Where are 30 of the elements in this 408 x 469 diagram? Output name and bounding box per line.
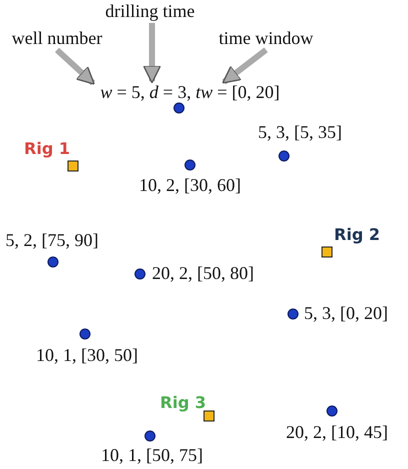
well-label: 10, 2, [30, 60] xyxy=(139,176,241,196)
arrow xyxy=(222,48,268,84)
well-label: 20, 2, [50, 80] xyxy=(152,264,254,284)
rig-label: Rig 3 xyxy=(160,394,206,412)
well-label: 10, 1, [50, 75] xyxy=(101,446,203,466)
well-label: 5, 3, [5, 35] xyxy=(258,123,342,143)
annotation-text: well number xyxy=(12,29,102,49)
example-label: w = 5, d = 3, tw = [0, 20] xyxy=(100,83,280,103)
well-marker xyxy=(48,256,58,268)
well-label: 10, 1, [30, 50] xyxy=(36,346,138,366)
annotation-text: drilling time xyxy=(105,2,195,22)
rig-label: Rig 2 xyxy=(334,226,380,244)
well-label: 5, 2, [75, 90] xyxy=(6,231,98,251)
well-marker xyxy=(134,268,146,280)
rig-label: Rig 1 xyxy=(24,140,70,158)
rig-marker xyxy=(322,246,332,258)
well-marker xyxy=(326,406,338,416)
arrow xyxy=(54,48,96,86)
annotation-text: time window xyxy=(218,29,314,49)
rig-marker xyxy=(204,410,214,422)
well-marker xyxy=(80,328,90,340)
well-marker xyxy=(278,150,290,162)
well-marker xyxy=(174,102,184,114)
well-label: 20, 2, [10, 45] xyxy=(286,423,388,443)
well-label: 5, 3, [0, 20] xyxy=(304,304,388,324)
well-marker xyxy=(184,160,196,170)
rig-marker xyxy=(68,160,78,172)
well-marker xyxy=(144,430,156,442)
arrow xyxy=(142,22,162,84)
well-marker xyxy=(288,308,298,320)
